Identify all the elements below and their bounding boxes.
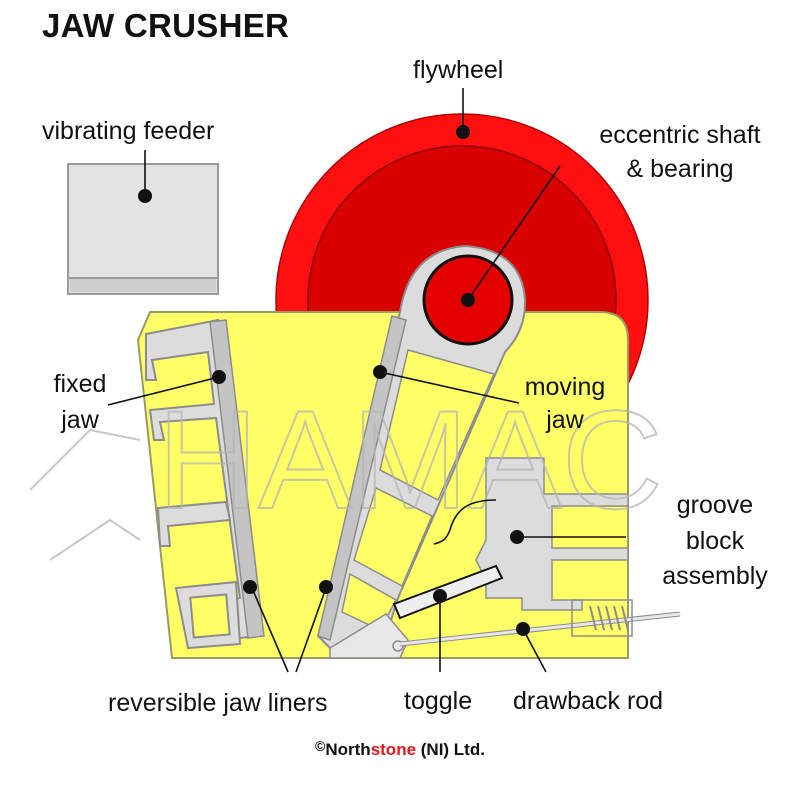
label-groove-line3: assembly xyxy=(662,562,768,590)
label-eccentric-shaft-line2: & bearing xyxy=(626,155,734,183)
copyright-symbol: © xyxy=(315,738,326,754)
label-groove-line1: groove xyxy=(676,491,754,519)
copyright-part1: North xyxy=(325,740,371,759)
copyright-brand-red: stone xyxy=(370,740,417,759)
label-dots xyxy=(138,125,530,636)
toggle-plate xyxy=(392,564,504,620)
label-flywheel: flywheel xyxy=(413,56,504,84)
drawback-rod xyxy=(399,599,681,647)
copyright-notice: ©Northstone (NI) Ltd. xyxy=(0,738,800,760)
label-reversible-jaw-liners: reversible jaw liners xyxy=(108,689,328,717)
label-fixed-jaw-line2: jaw xyxy=(61,406,99,434)
fixed-jaw xyxy=(145,318,265,650)
moving-jaw xyxy=(316,244,527,659)
label-groove-line2: block xyxy=(685,527,745,555)
label-toggle: toggle xyxy=(404,687,473,715)
label-moving-jaw-line1: moving xyxy=(524,373,606,401)
leader-lines xyxy=(107,88,626,673)
label-vibrating-feeder: vibrating feeder xyxy=(42,117,215,145)
label-drawback-rod: drawback rod xyxy=(513,687,664,715)
copyright-part3: (NI) Ltd. xyxy=(416,740,485,759)
watermark: HAMAC xyxy=(157,381,663,538)
label-fixed-jaw-line1: fixed xyxy=(53,370,107,398)
diagram-title: JAW CRUSHER xyxy=(42,7,290,44)
label-moving-jaw-line2: jaw xyxy=(546,406,584,434)
label-eccentric-shaft-line1: eccentric shaft xyxy=(599,121,761,149)
vibrating-feeder xyxy=(67,163,219,295)
watermark-logo xyxy=(29,428,141,561)
